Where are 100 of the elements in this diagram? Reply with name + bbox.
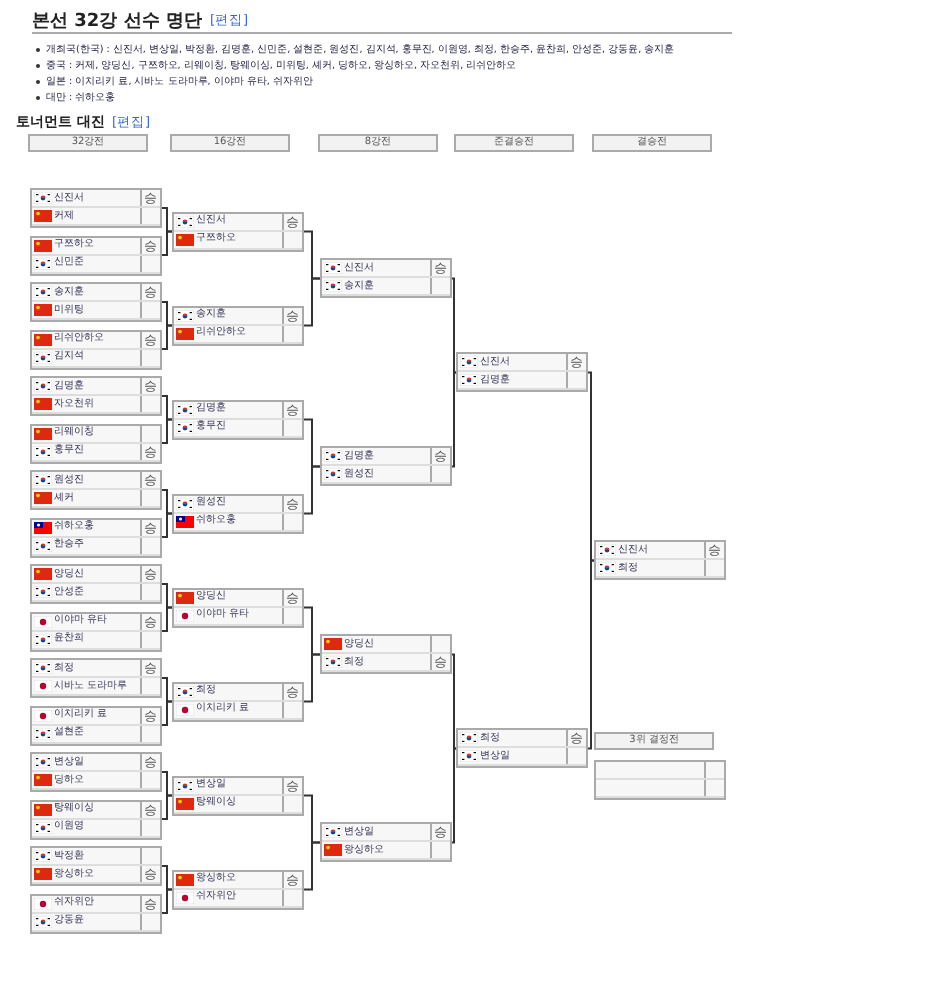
- player-row: [32, 190, 160, 208]
- match-box: [30, 282, 162, 322]
- match-box: [30, 799, 162, 839]
- bracket-line: [303, 465, 321, 515]
- player-row: [322, 636, 450, 655]
- bracket-line: [161, 489, 173, 515]
- player-row: [32, 678, 160, 696]
- match-box: [172, 587, 304, 628]
- player-row: [174, 401, 302, 420]
- player-row: [32, 895, 160, 913]
- bracket-line: [161, 512, 173, 538]
- match-box: [30, 752, 162, 792]
- bracket-line: [161, 207, 173, 233]
- bracket-line: [161, 794, 173, 820]
- player-row: [32, 519, 160, 537]
- match-box: [172, 869, 304, 910]
- player-row: [32, 396, 160, 414]
- player-row: [32, 302, 160, 320]
- player-row: [322, 260, 450, 279]
- bracket-line: [451, 371, 457, 468]
- player-row: [32, 425, 160, 443]
- player-row: [32, 472, 160, 490]
- match-box: [30, 376, 162, 416]
- section-heading: 본선 32강 선수 명단: [32, 10, 202, 34]
- player-row: [32, 284, 160, 302]
- bracket-line: [161, 418, 173, 444]
- bracket-line: [161, 606, 173, 632]
- match-box: [594, 540, 726, 581]
- player-row: [32, 772, 160, 790]
- player-row: [174, 589, 302, 608]
- match-box: [456, 728, 588, 769]
- player-row: [32, 866, 160, 884]
- match-box: [172, 681, 304, 722]
- bracket-line: [161, 771, 173, 797]
- player-row: [32, 584, 160, 602]
- player-row: [322, 466, 450, 485]
- match-box: [172, 305, 304, 346]
- player-row: [458, 730, 586, 749]
- player-row: [322, 654, 450, 673]
- player-row: [32, 331, 160, 349]
- bracket-line: [161, 677, 173, 703]
- match-box: [30, 329, 162, 369]
- player-row: [322, 842, 450, 861]
- bracket-line: [451, 653, 457, 750]
- match-box: [30, 188, 162, 228]
- bracket-line: [161, 583, 173, 609]
- bracket-line: [161, 865, 173, 891]
- player-row: [32, 848, 160, 866]
- player-row: [458, 372, 586, 391]
- match-box: [30, 705, 162, 745]
- match-box: [172, 493, 304, 534]
- match-box: [320, 822, 452, 863]
- player-row: [32, 707, 160, 725]
- player-row: [458, 748, 586, 767]
- player-row: [32, 566, 160, 584]
- player-row: [174, 871, 302, 890]
- match-box: [30, 470, 162, 510]
- match-box: [30, 846, 162, 886]
- player-row: [32, 208, 160, 226]
- player-row: [174, 777, 302, 796]
- bracket-line: [303, 841, 321, 891]
- bracket-line: [161, 700, 173, 726]
- player-row: [596, 560, 724, 579]
- match-box: [30, 235, 162, 275]
- bracket-line: [161, 324, 173, 350]
- player-row: [596, 542, 724, 561]
- match-box: [456, 352, 588, 393]
- player-row: [174, 495, 302, 514]
- bracket-line: [451, 747, 457, 844]
- bracket-line: [161, 395, 173, 421]
- player-row: [32, 801, 160, 819]
- match-box: [172, 399, 304, 440]
- match-box: [30, 658, 162, 698]
- match-box: [30, 611, 162, 651]
- bracket-line: [161, 888, 173, 914]
- bracket-line: [303, 277, 321, 327]
- player-row: [322, 448, 450, 467]
- bracket-line: [587, 559, 595, 750]
- match-box: [30, 893, 162, 933]
- player-row: [32, 754, 160, 772]
- match-box: [172, 211, 304, 252]
- match-box: [30, 517, 162, 557]
- bracket-line: [587, 371, 595, 562]
- player-row: [32, 237, 160, 255]
- player-row: [174, 307, 302, 326]
- player-row: [322, 824, 450, 843]
- player-row: [32, 378, 160, 396]
- player-row: [458, 354, 586, 373]
- match-box: [320, 634, 452, 675]
- bracket-line: [451, 277, 457, 374]
- player-row: [174, 683, 302, 702]
- match-box: [594, 760, 726, 800]
- match-box: [320, 446, 452, 487]
- player-row: [32, 660, 160, 678]
- bracket-line: [161, 230, 173, 256]
- match-box: [172, 775, 304, 816]
- player-row: [32, 613, 160, 631]
- match-box: [30, 423, 162, 463]
- bracket-line: [161, 301, 173, 327]
- bracket-line: [303, 653, 321, 703]
